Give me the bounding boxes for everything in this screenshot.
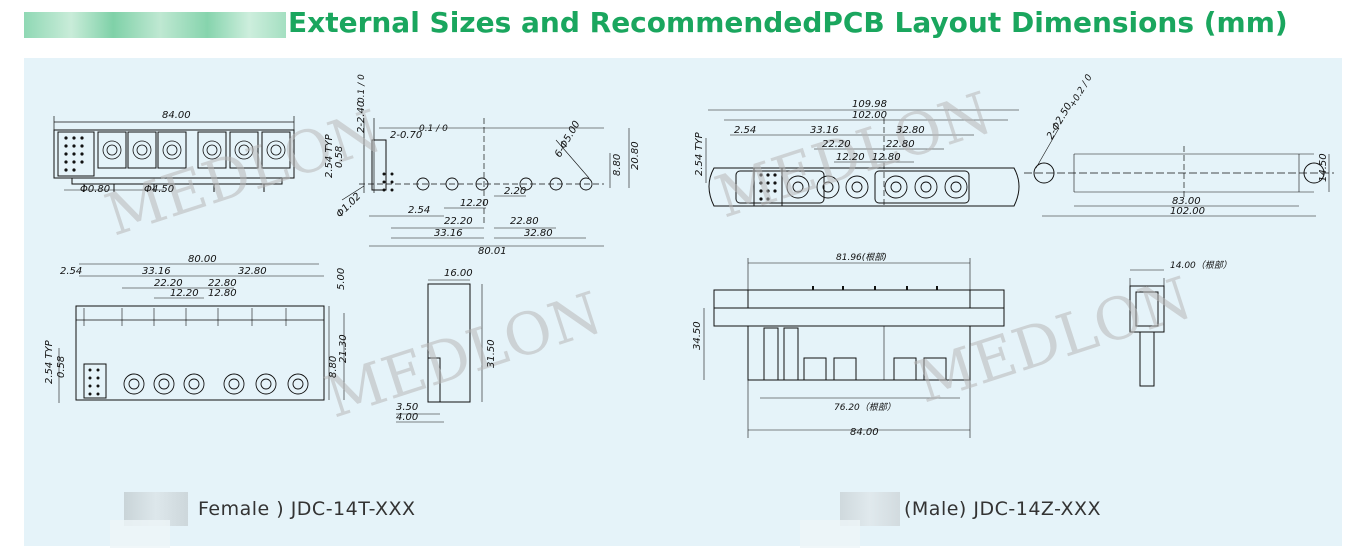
dim-f-254: 2.54	[408, 205, 430, 216]
dim-m-overall84: 84.00	[850, 427, 879, 438]
watermark-1: MEDLON	[97, 97, 389, 250]
dim-b-1280: 12.80	[208, 288, 237, 299]
watermark-4: MEDLON	[907, 264, 1199, 417]
dim-b-254: 2.54	[60, 266, 82, 277]
dim-m-1280: 12.80	[872, 152, 901, 163]
dim-side-height: 31.50	[486, 339, 497, 368]
dim-side-350: 3.50	[396, 402, 418, 413]
blurred-title-prefix	[24, 12, 286, 38]
dim-h2: 2.54 TYP	[324, 133, 335, 178]
drawing-panel: MEDLON MEDLON MEDLON MEDLON 84.00 Φ0.80 …	[24, 58, 1342, 546]
dim-side-400: 4.00	[396, 412, 418, 423]
blurred-caption-strip-right	[800, 520, 860, 548]
dim-h1: 0.58	[334, 146, 345, 168]
female-front-view	[53, 116, 295, 192]
dim-m-254: 2.54	[734, 125, 756, 136]
male-pcb-layout	[1024, 127, 1334, 217]
dim-m-hole-tol: +0.2 / 0	[1068, 73, 1095, 110]
dim-slot-spec: 2-2.40	[356, 101, 367, 133]
dim-m-root-width: 81.96(根部)	[836, 252, 887, 263]
dim-f-3316: 33.16	[434, 228, 463, 239]
dim-f-3280: 32.80	[524, 228, 553, 239]
dim-f-total: 80.01	[478, 246, 507, 257]
dim-m-3316: 33.16	[810, 125, 839, 136]
dim-b-880: 8.80	[328, 356, 339, 378]
dim-v1: 8.80	[612, 154, 623, 176]
dim-pin-tol: 0.1 / 0	[419, 124, 448, 134]
page-title: External Sizes and RecommendedPCB Layout…	[288, 6, 1288, 39]
dim-m-height: 34.50	[692, 321, 703, 350]
male-side-view	[703, 258, 1005, 438]
dim-m-2220: 22.20	[822, 139, 851, 150]
blurred-caption-strip-left	[110, 520, 170, 548]
dim-b-058: 0.58	[56, 356, 67, 378]
dim-f-1220: 12.20	[460, 198, 489, 209]
dim-b-2220: 22.20	[154, 278, 183, 289]
male-end-view	[1129, 269, 1165, 387]
dim-pin-spec: 2-0.70	[390, 130, 422, 141]
dim-m-inner: 102.00	[852, 110, 887, 121]
dim-m-8300: 83.00	[1172, 196, 1201, 207]
dim-b-3280: 32.80	[238, 266, 267, 277]
dim-m-2280: 22.80	[886, 139, 915, 150]
watermark-2: MEDLON	[317, 279, 609, 432]
dim-m-10200: 102.00	[1170, 206, 1205, 217]
dim-m-1450: 14.50	[1318, 153, 1329, 182]
female-bottom-view	[58, 263, 345, 403]
dim-v2: 20.80	[630, 141, 641, 170]
dim-m-1220: 12.20	[836, 152, 865, 163]
dim-hole-b: Φ4.50	[144, 184, 174, 195]
dim-female-overall: 84.00	[162, 110, 191, 121]
dim-b-typ: 2.54 TYP	[44, 339, 55, 384]
female-pcb-layout	[341, 118, 630, 247]
dim-f-2280: 22.80	[510, 216, 539, 227]
male-front-view	[705, 109, 1020, 208]
technical-drawing: MEDLON MEDLON MEDLON MEDLON 84.00 Φ0.80 …	[44, 73, 1334, 438]
dim-b-1220: 12.20	[170, 288, 199, 299]
title-bar: External Sizes and RecommendedPCB Layout…	[0, 0, 1358, 52]
dim-b-2130: 21.30	[338, 334, 349, 363]
watermarks: MEDLON MEDLON MEDLON MEDLON	[97, 79, 1199, 432]
dim-b-3316: 33.16	[142, 266, 171, 277]
caption-female: Female ) JDC-14T-XXX	[198, 498, 416, 520]
dim-m-3280: 32.80	[896, 125, 925, 136]
dim-b-2280: 22.80	[208, 278, 237, 289]
dim-m-overall: 109.98	[852, 99, 887, 110]
dim-b-500: 5.00	[336, 268, 347, 290]
dim-m-root-bottom: 76.20（根部）	[834, 402, 896, 413]
dim-m-typ: 2.54 TYP	[694, 131, 705, 176]
dim-m-end-root: 14.00（根部）	[1170, 260, 1232, 271]
female-side-view	[396, 279, 483, 423]
dim-f-2220: 22.20	[444, 216, 473, 227]
dim-side-width: 16.00	[444, 268, 473, 279]
dim-b-8000: 80.00	[188, 254, 217, 265]
dim-hole-a: Φ0.80	[80, 184, 110, 195]
dim-f-220: 2.20	[504, 186, 526, 197]
caption-male: (Male) JDC-14Z-XXX	[904, 498, 1102, 520]
dim-slot-tol: 0.1 / 0	[357, 74, 367, 103]
dim-m-hole: 2-Φ2.50	[1045, 101, 1075, 141]
